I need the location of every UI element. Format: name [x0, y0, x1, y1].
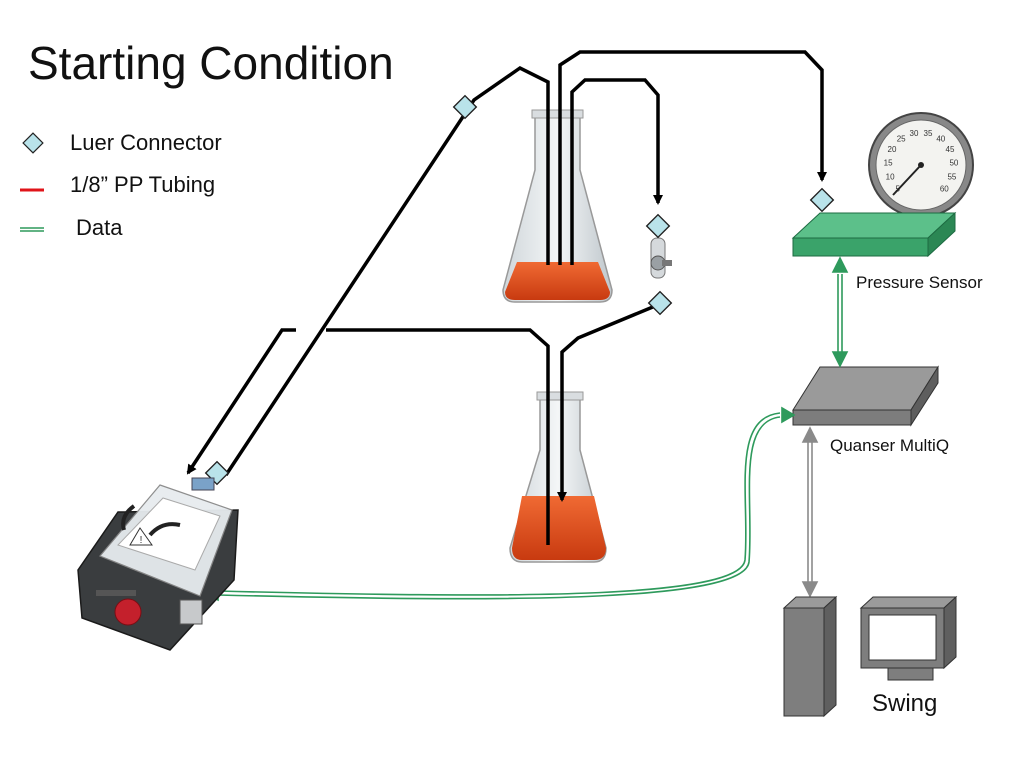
gauge-tick-label: 55 [947, 173, 956, 182]
pressure-sensor-label: Pressure Sensor [856, 273, 983, 292]
slide-title: Starting Condition [28, 37, 394, 89]
luer-connector-4 [809, 187, 835, 213]
legend-tubing-label: 1/8” PP Tubing [70, 172, 216, 197]
gauge-tick-label: 45 [946, 145, 955, 154]
computer-tower [782, 595, 838, 718]
pump-multiq-data-link [202, 406, 796, 602]
infusion-pump: ! [77, 477, 239, 651]
stopcock-valve [650, 237, 672, 279]
gauge-tick-label: 15 [884, 159, 893, 168]
multiq-label: Quanser MultiQ [830, 436, 950, 455]
svg-text:!: ! [140, 535, 143, 546]
luer-connector-icon [22, 132, 44, 154]
gauge-tick-label: 35 [924, 129, 933, 138]
multiq-box [792, 365, 939, 427]
multiq-computer-link [801, 426, 819, 598]
legend-luer-label: Luer Connector [70, 130, 222, 155]
pressure-gauge: 51015202530354045505560 [868, 112, 974, 218]
gauge-tick-label: 20 [888, 145, 897, 154]
legend-luer: Luer Connector [18, 128, 222, 158]
lower-flask [509, 391, 607, 563]
legend-data-label: Data [76, 215, 123, 240]
sensor-multiq-data-link [831, 256, 849, 368]
gauge-tick-label: 40 [936, 135, 945, 144]
gauge-tick-label: 10 [886, 173, 895, 182]
data-line-icon [20, 227, 44, 232]
tubing-lines [186, 50, 827, 545]
gauge-tick-label: 25 [897, 135, 906, 144]
tubing-line-icon [20, 188, 44, 192]
gauge-tick-label: 30 [910, 129, 919, 138]
gauge-tick-label: 60 [940, 184, 949, 193]
luer-connector-2 [645, 213, 671, 239]
gauge-tick-label: 50 [949, 159, 958, 168]
swing-label: Swing [872, 690, 938, 717]
monitor [859, 595, 958, 681]
luer-connector-3 [647, 290, 673, 316]
pressure-sensor-block [791, 211, 957, 258]
upper-flask [502, 109, 613, 303]
legend-tubing: 1/8” PP Tubing [18, 170, 215, 200]
luer-connector-1 [452, 94, 478, 120]
legend-data: Data [18, 213, 122, 243]
